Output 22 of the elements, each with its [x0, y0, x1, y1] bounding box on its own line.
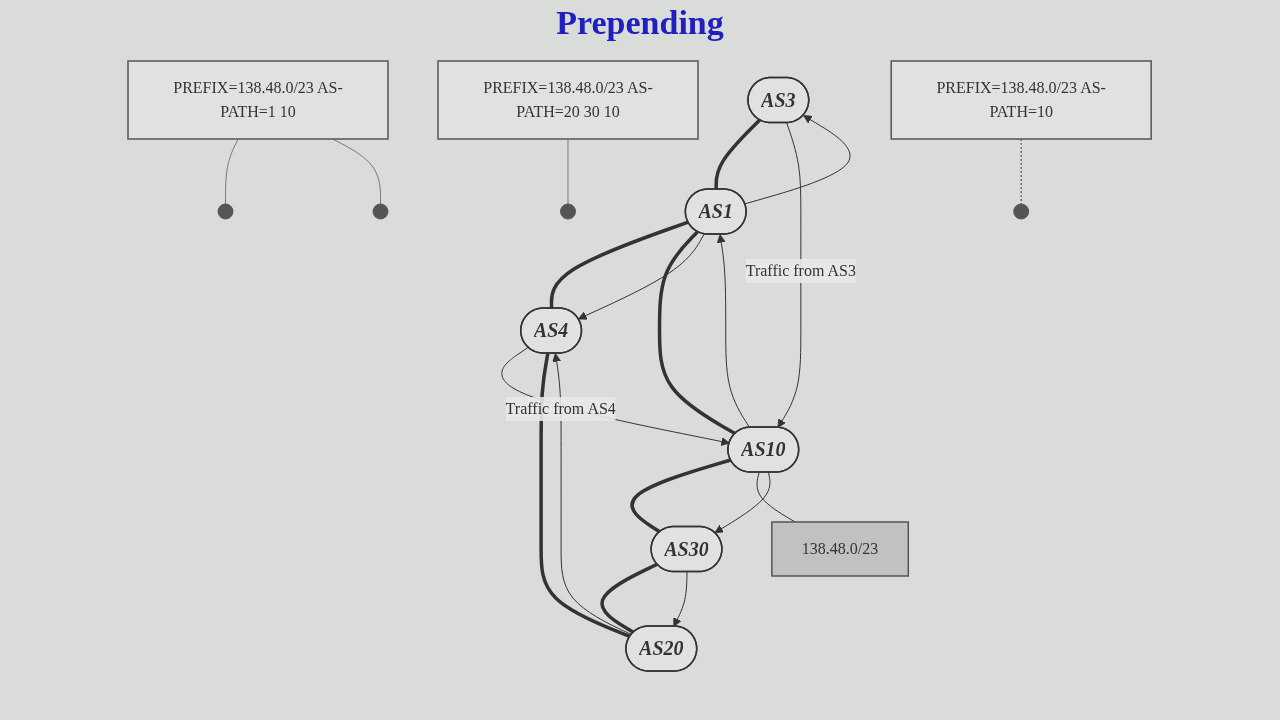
- arrow: [714, 472, 771, 534]
- slide-title: Prepending: [555, 4, 725, 42]
- arrow: [744, 115, 851, 205]
- connector: [600, 562, 659, 634]
- arrow: [777, 122, 802, 428]
- connector: [539, 353, 632, 639]
- connector: [567, 138, 569, 205]
- node-box: PREFIX=138.48.0/23 AS-PATH=20 30 10: [437, 60, 700, 140]
- edge-label: Traffic from AS3: [746, 261, 857, 279]
- edge-label: Traffic from AS4: [506, 400, 617, 418]
- arrow: [717, 234, 751, 429]
- connector: [550, 220, 690, 309]
- arrow: [552, 353, 633, 636]
- node-box: PREFIX=138.48.0/23 AS-PATH=1 10: [127, 60, 390, 140]
- connector: [225, 138, 240, 205]
- connector: [658, 230, 737, 436]
- node-box: PREFIX=138.48.0/23 AS-PATH=10: [890, 60, 1153, 140]
- connector: [714, 118, 762, 190]
- arrow: [578, 233, 706, 320]
- arrow: [673, 571, 688, 627]
- connector: [630, 458, 732, 534]
- node-box: 138.48.0/23: [771, 521, 910, 577]
